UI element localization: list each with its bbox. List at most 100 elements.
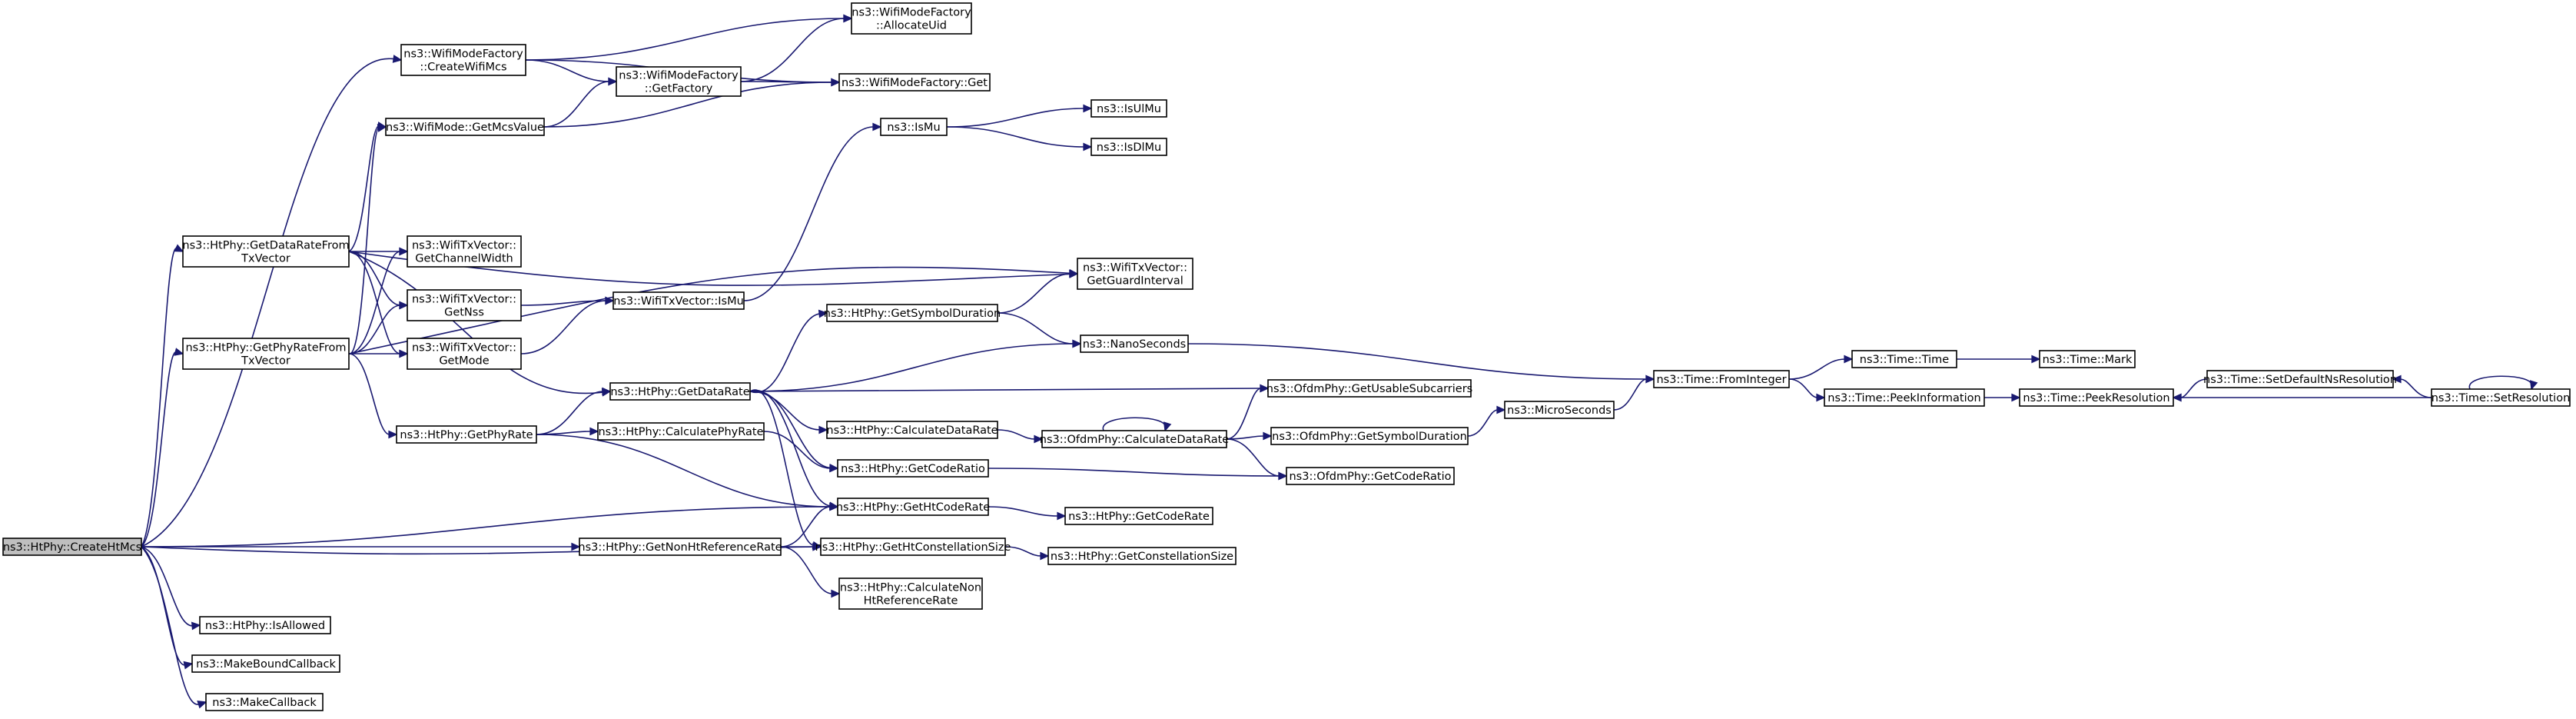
node-box <box>407 235 522 268</box>
node-is-ul-mu[interactable]: ns3::IsUlMu <box>1090 99 1167 118</box>
edge-line <box>763 431 832 469</box>
node-label: HtReferenceRate <box>864 595 958 607</box>
node-make-bound-callback[interactable]: ns3::MakeBoundCallback <box>191 654 340 673</box>
node-label: ns3::Time::SetDefaultNsResolution <box>2203 374 2397 386</box>
edge-get-symbol-duration-to-get-guard-interval <box>997 269 1079 314</box>
edge-get-ht-constellation-size-to-get-constellation-size <box>1004 546 1050 561</box>
node-box <box>1077 258 1193 290</box>
node-is-dl-mu[interactable]: ns3::IsDlMu <box>1090 138 1167 156</box>
arrowhead <box>399 301 409 310</box>
node-tx-is-mu[interactable]: ns3::WifiTxVector::IsMu <box>612 291 745 310</box>
node-box <box>2019 388 2174 407</box>
node-get-non-ht-reference-rate[interactable]: ns3::HtPhy::GetNonHtReferenceRate <box>578 538 782 556</box>
node-make-callback[interactable]: ns3::MakeCallback <box>205 693 324 711</box>
node-label: ns3::HtPhy::GetConstellationSize <box>1051 551 1233 563</box>
edge-line <box>1788 358 1846 380</box>
edge-get-mcs-value-to-factory-get <box>543 78 841 128</box>
edge-line <box>749 389 815 547</box>
edge-create-wifi-mcs-to-allocate-uid <box>525 14 853 61</box>
edge-line <box>749 391 821 431</box>
node-label: GetMode <box>439 355 489 368</box>
node-nano-seconds[interactable]: ns3::NanoSeconds <box>1080 335 1189 353</box>
node-from-integer[interactable]: ns3::Time::FromInteger <box>1653 370 1790 388</box>
node-label: ns3::Time::SetResolution <box>2432 392 2571 404</box>
arrowhead <box>197 701 207 709</box>
node-get-usable-subcarriers[interactable]: ns3::OfdmPhy::GetUsableSubcarriers <box>1266 379 1472 398</box>
node-get-channel-width[interactable]: ns3::WifiTxVector::GetChannelWidth <box>407 235 522 268</box>
node-peek-information[interactable]: ns3::Time::PeekInformation <box>1824 388 1985 407</box>
node-time-mark[interactable]: ns3::Time::Mark <box>2039 350 2136 368</box>
arrowhead <box>1072 339 1082 348</box>
node-box <box>407 338 522 370</box>
edge-get-data-rate-to-get-symbol-duration <box>749 309 828 394</box>
edge-line <box>2468 375 2533 390</box>
node-get-guard-interval[interactable]: ns3::WifiTxVector::GetGuardInterval <box>1077 258 1193 290</box>
node-time-time[interactable]: ns3::Time::Time <box>1851 350 1957 368</box>
node-get-code-rate[interactable]: ns3::HtPhy::GetCodeRate <box>1064 507 1213 525</box>
edge-get-data-rate-to-nano-seconds <box>749 339 1082 392</box>
node-box <box>820 538 1006 556</box>
node-get-symbol-duration[interactable]: ns3::HtPhy::GetSymbolDuration <box>824 304 1001 322</box>
node-ht-calculate-data-rate[interactable]: ns3::HtPhy::CalculateDataRate <box>826 421 998 439</box>
node-create-ht-mcs[interactable]: ns3::HtPhy::CreateHtMcs <box>2 538 142 556</box>
node-allocate-uid[interactable]: ns3::WifiModeFactory::AllocateUid <box>851 2 972 35</box>
node-micro-seconds[interactable]: ns3::MicroSeconds <box>1504 401 1615 419</box>
node-box <box>826 421 998 439</box>
node-get-data-rate[interactable]: ns3::HtPhy::GetDataRate <box>609 382 751 401</box>
arrowhead <box>1844 355 1854 364</box>
node-box <box>1041 430 1227 448</box>
arrowhead <box>1057 511 1067 521</box>
arrowhead <box>1163 421 1172 432</box>
node-get-ht-constellation-size[interactable]: ns3::HtPhy::GetHtConstellationSize <box>815 538 1011 556</box>
edge-micro-seconds-to-from-integer <box>1613 374 1655 411</box>
node-get-mode[interactable]: ns3::WifiTxVector::GetMode <box>407 338 522 370</box>
edge-line <box>348 125 380 252</box>
node-get-ht-code-rate[interactable]: ns3::HtPhy::GetHtCodeRate <box>836 498 990 516</box>
node-label: ns3::MakeBoundCallback <box>196 658 336 671</box>
node-get-factory[interactable]: ns3::WifiModeFactory::GetFactory <box>616 66 742 97</box>
edge-line <box>997 429 1036 440</box>
node-is-mu[interactable]: ns3::IsMu <box>880 118 948 136</box>
node-label: ns3::WifiTxVector:: <box>412 342 516 355</box>
node-label: ns3::HtPhy::GetPhyRate <box>400 429 533 441</box>
edge-line <box>1226 388 1262 440</box>
edge-line <box>520 300 607 306</box>
node-ofdm-get-code-ratio[interactable]: ns3::OfdmPhy::GetCodeRatio <box>1286 467 1455 485</box>
edge-line <box>348 251 401 355</box>
edge-line <box>141 546 194 627</box>
edge-line <box>520 300 607 355</box>
arrowhead <box>1263 431 1273 441</box>
node-set-default-ns-resolution[interactable]: ns3::Time::SetDefaultNsResolution <box>2203 370 2397 388</box>
node-ofdm-calculate-data-rate[interactable]: ns3::OfdmPhy::CalculateDataRate <box>1040 430 1229 448</box>
edge-create-ht-mcs-to-get-non-ht-reference-rate <box>141 542 581 551</box>
edge-line <box>348 127 380 355</box>
edge-line <box>141 546 186 666</box>
edge-get-data-rate-from-tx-vector-to-get-mode <box>348 251 409 358</box>
arrowhead <box>818 425 828 434</box>
edge-line <box>536 391 604 435</box>
node-set-resolution[interactable]: ns3::Time::SetResolution <box>2431 388 2571 407</box>
node-ofdm-get-symbol-duration[interactable]: ns3::OfdmPhy::GetSymbolDuration <box>1270 427 1469 445</box>
node-get-mcs-value[interactable]: ns3::WifiMode::GetMcsValue <box>385 118 545 136</box>
node-factory-get[interactable]: ns3::WifiModeFactory::Get <box>838 73 991 92</box>
node-get-nss[interactable]: ns3::WifiTxVector::GetNss <box>407 289 522 321</box>
node-label: ns3::HtPhy::CalculateDataRate <box>826 424 998 437</box>
node-calculate-phy-rate[interactable]: ns3::HtPhy::CalculatePhyRate <box>597 422 765 441</box>
node-box <box>1824 388 1985 407</box>
arrowhead <box>1645 374 1655 384</box>
node-label: GetGuardInterval <box>1087 275 1183 288</box>
edge-line <box>525 18 845 61</box>
node-create-wifi-mcs[interactable]: ns3::WifiModeFactory::CreateWifiMcs <box>400 44 526 76</box>
edge-line <box>749 343 1074 392</box>
node-label: TxVector <box>241 253 290 265</box>
node-ht-get-code-ratio[interactable]: ns3::HtPhy::GetCodeRatio <box>837 459 989 478</box>
edge-line <box>1467 409 1499 437</box>
node-peek-resolution[interactable]: ns3::Time::PeekResolution <box>2019 388 2174 407</box>
arrowhead <box>399 247 409 256</box>
node-is-allowed[interactable]: ns3::HtPhy::IsAllowed <box>199 616 331 634</box>
node-get-constellation-size[interactable]: ns3::HtPhy::GetConstellationSize <box>1047 547 1237 565</box>
node-get-phy-rate[interactable]: ns3::HtPhy::GetPhyRate <box>396 425 537 444</box>
